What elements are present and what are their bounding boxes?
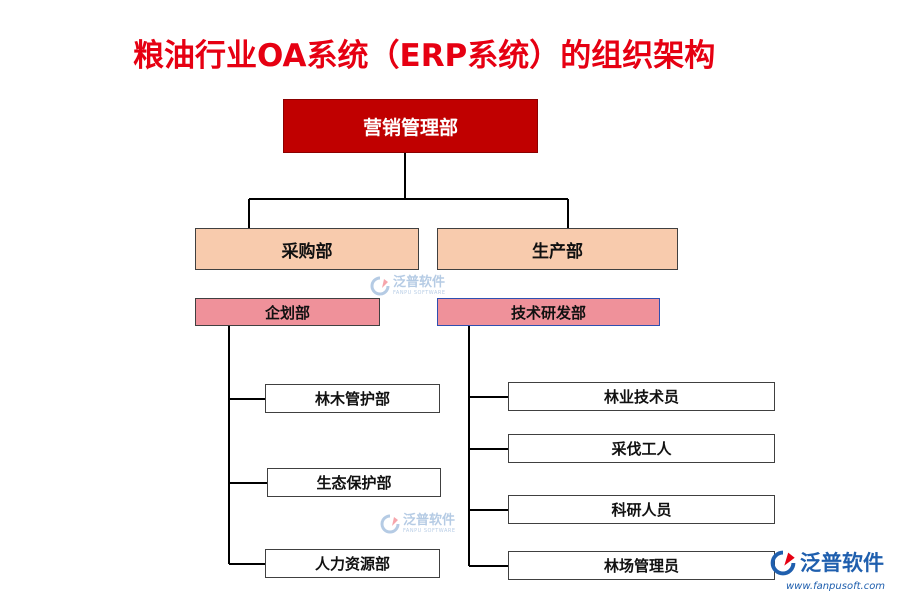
- node-researcher: 科研人员: [508, 495, 775, 524]
- node-ecological-protection: 生态保护部: [267, 468, 441, 497]
- brand-url: www.fanpusoft.com: [786, 581, 886, 592]
- node-planning: 企划部: [195, 298, 380, 326]
- node-rnd: 技术研发部: [437, 298, 660, 326]
- node-logging-worker: 采伐工人: [508, 434, 775, 463]
- diagram-title: 粮油行业OA系统（ERP系统）的组织架构: [133, 38, 716, 74]
- node-purchasing: 采购部: [195, 228, 419, 270]
- watermark: 泛普软件 FANPU SOFTWARE: [380, 514, 456, 534]
- node-forestry-technician: 林业技术员: [508, 382, 775, 411]
- fanpu-logo-icon: [380, 514, 400, 534]
- node-forest-management: 林木管护部: [265, 384, 440, 413]
- node-marketing-management: 营销管理部: [283, 99, 538, 153]
- node-production: 生产部: [437, 228, 678, 270]
- brand-logo: 泛普软件: [770, 550, 884, 576]
- node-forest-farm-manager: 林场管理员: [508, 551, 775, 580]
- fanpu-logo-icon: [770, 550, 796, 576]
- watermark: 泛普软件 FANPU SOFTWARE: [370, 276, 446, 296]
- node-human-resources: 人力资源部: [265, 549, 440, 578]
- brand-name: 泛普软件: [800, 551, 884, 575]
- fanpu-logo-icon: [370, 276, 390, 296]
